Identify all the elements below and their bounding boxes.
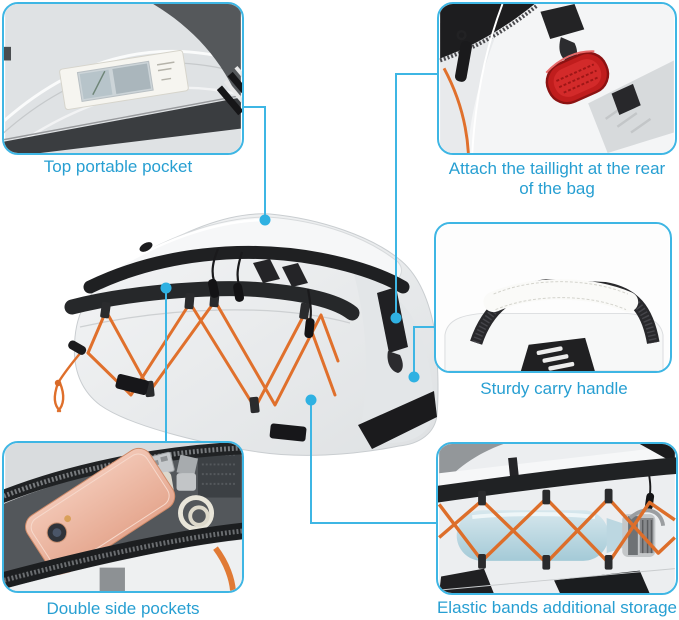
rear-strap-clip [540, 4, 585, 63]
taillight [545, 50, 610, 105]
bag-front-tip [439, 444, 504, 489]
reflective-plate [520, 337, 595, 371]
callout-label-taillight: Attach the taillight at the rear of the … [417, 159, 679, 199]
callout-dot-taillight [390, 312, 402, 324]
bottom-strap [99, 567, 125, 591]
callout-dot-top-pocket [259, 214, 271, 226]
strap-stripes [216, 66, 242, 116]
callout-dot-elastic-bands [305, 394, 317, 406]
callout-label-taillight-line2: of the bag [519, 179, 595, 198]
bag-lower-body [4, 539, 242, 591]
rear-reflective-strap [588, 60, 674, 153]
phone [25, 447, 176, 576]
elastic-bands [438, 496, 676, 565]
callout-label-taillight-line1: Attach the taillight at the rear [448, 159, 666, 178]
orange-trim [213, 546, 236, 591]
zipper-pulls [207, 248, 315, 339]
drawstring [53, 340, 87, 413]
bag-zipper-trim [64, 242, 410, 321]
rear-lid-zipper [439, 4, 538, 153]
connector-top-pocket [244, 106, 266, 220]
photo-side-pockets [2, 441, 244, 593]
clear-pocket-card [59, 49, 189, 110]
bungee-cord-edge [442, 67, 470, 153]
connector-elastic-bands [310, 400, 436, 524]
connector-taillight [395, 73, 437, 318]
photo-taillight [437, 2, 677, 155]
band-anchor-tabs [478, 488, 613, 570]
bottom-feet [439, 568, 675, 593]
callout-label-top-pocket: Top portable pocket [43, 157, 193, 176]
connector-carry-handle [413, 326, 434, 377]
callout-dot-carry-handle [408, 371, 420, 383]
mesh-pocket [197, 448, 241, 498]
callout-label-elastic-bands: Elastic bands additional storage [436, 598, 678, 617]
photo-elastic-bands [436, 442, 678, 595]
callout-dot-side-pockets [160, 282, 172, 294]
photo-carry-handle [434, 222, 672, 373]
photo-top-pocket [2, 2, 244, 155]
handle-pad-sleeve [483, 279, 639, 313]
top-black-band [438, 457, 676, 503]
callout-label-side-pockets: Double side pockets [46, 599, 200, 618]
zipper-teeth-bottom [4, 522, 242, 589]
callout-label-carry-handle: Sturdy carry handle [480, 379, 628, 398]
